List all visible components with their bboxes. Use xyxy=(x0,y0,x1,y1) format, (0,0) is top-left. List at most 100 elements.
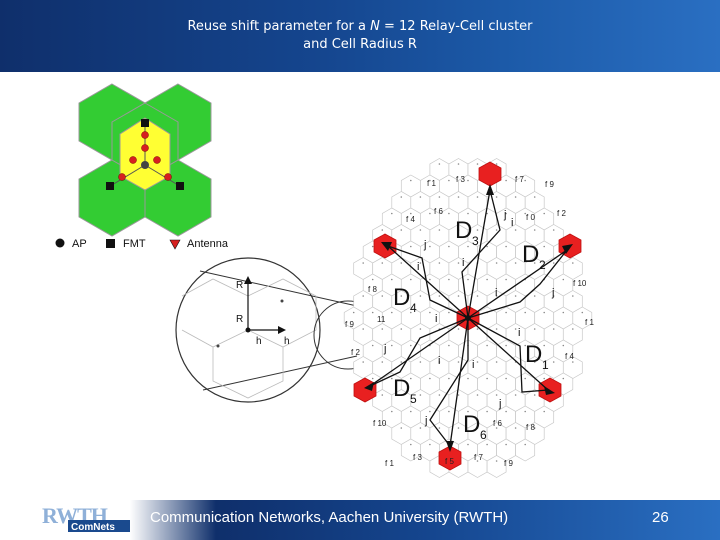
freq-label: 11 xyxy=(377,315,386,324)
grid-dot xyxy=(410,311,412,314)
grid-dot xyxy=(429,377,431,380)
grid-dot xyxy=(419,295,422,297)
i-label-4: i xyxy=(518,327,520,339)
grid-dot xyxy=(448,311,450,314)
d6-sub: 6 xyxy=(480,428,487,442)
cluster-illustration xyxy=(78,83,212,237)
j-label-2: j xyxy=(423,239,426,251)
grid-dot xyxy=(438,196,441,198)
freq-label: f 10 xyxy=(573,279,587,288)
grid-dot xyxy=(495,394,498,396)
d6-label: D xyxy=(463,411,480,438)
grid-dot xyxy=(410,443,412,446)
i-label-1: i xyxy=(462,257,464,269)
grid-dot xyxy=(476,460,479,462)
freq-label: f 6 xyxy=(493,419,502,428)
grid-dot xyxy=(381,328,384,330)
freq-label: f 1 xyxy=(585,318,594,327)
freq-label: f 7 xyxy=(474,453,483,462)
grid-dot xyxy=(495,196,498,198)
grid-dot xyxy=(400,229,403,231)
grid-dot xyxy=(552,295,555,297)
freq-label: f 10 xyxy=(373,419,387,428)
title-text-b: = 12 Relay-Cell cluster xyxy=(379,19,533,34)
grid-dot xyxy=(391,344,393,347)
d2-sub: 2 xyxy=(539,258,546,272)
freq-label: f 9 xyxy=(504,459,513,468)
freq-label: f 3 xyxy=(456,175,465,184)
grid-dot xyxy=(505,179,507,182)
relay-cell-diagram: D 3 D 2 D 4 D 1 D 5 D 6 j j j j j j i i … xyxy=(55,83,594,478)
grid-dot xyxy=(362,295,365,297)
d2-label: D xyxy=(522,241,539,268)
grid-dot xyxy=(514,394,517,396)
grid-dot xyxy=(533,394,536,396)
grid-dot xyxy=(438,163,441,165)
page-number: 26 xyxy=(652,509,669,526)
j-label-3: j xyxy=(551,287,554,299)
freq-label: f 0 xyxy=(526,213,535,222)
grid-dot xyxy=(429,410,431,413)
grid-dot xyxy=(400,328,403,330)
grid-dot xyxy=(524,245,526,248)
grid-dot xyxy=(419,394,422,396)
grid-dot xyxy=(457,361,460,363)
grid-dot xyxy=(505,278,507,281)
grid-dot xyxy=(505,344,507,347)
grid-dot xyxy=(552,328,555,330)
grid-dot xyxy=(381,229,384,231)
grid-dot xyxy=(391,278,393,281)
grid-dot xyxy=(486,443,488,446)
grid-dot xyxy=(495,262,498,264)
grid-dot xyxy=(371,344,374,347)
d1-label: D xyxy=(525,341,542,368)
grid-dot xyxy=(381,394,384,396)
grid-dot xyxy=(400,394,403,396)
grid-dot xyxy=(543,344,545,347)
antenna-marker xyxy=(169,239,181,250)
grid-dot xyxy=(476,427,479,429)
grid-dot xyxy=(476,394,479,396)
grid-dot xyxy=(381,295,384,297)
grid-dot xyxy=(467,377,469,380)
grid-dot xyxy=(467,410,469,413)
grid-dot xyxy=(438,262,441,264)
grid-dot xyxy=(410,377,412,380)
freq-label: f 8 xyxy=(368,285,377,294)
freq-label: f 4 xyxy=(565,352,574,361)
grid-dot xyxy=(514,427,517,429)
grid-dot xyxy=(476,295,479,297)
grid-dot xyxy=(391,410,393,413)
grid-dot xyxy=(533,196,536,198)
freq-label: f 7 xyxy=(515,175,524,184)
grid-dot xyxy=(371,278,374,281)
grid-dot xyxy=(448,278,450,281)
grid-dot xyxy=(419,229,422,231)
grid-dot xyxy=(543,377,545,380)
grid-dot xyxy=(448,377,450,380)
i-label-3: i xyxy=(435,313,437,325)
grid-dot xyxy=(505,443,507,446)
grid-dot xyxy=(429,179,431,182)
grid-dot xyxy=(562,344,565,347)
j-label-6: j xyxy=(424,415,427,427)
i-label-6: i xyxy=(472,359,474,371)
grid-dot xyxy=(419,427,422,429)
grid-dot xyxy=(524,344,526,347)
grid-dot xyxy=(429,212,431,215)
grid-dot xyxy=(495,460,498,462)
freq-label: f 2 xyxy=(557,209,566,218)
grid-dot xyxy=(572,295,574,297)
slide-header xyxy=(0,0,720,72)
d4-label: D xyxy=(393,284,410,311)
grid-dot xyxy=(495,229,498,231)
grid-dot xyxy=(457,163,460,165)
grid-dot xyxy=(457,427,460,429)
grid-dot xyxy=(486,377,488,380)
grid-dot xyxy=(476,361,479,363)
footer-caption: Communication Networks, Aachen Universit… xyxy=(150,509,509,526)
grid-hexagon xyxy=(515,438,536,462)
freq-label: f 1 xyxy=(427,179,436,188)
freq-label: f 4 xyxy=(406,215,415,224)
inset-r-top: R xyxy=(236,280,243,291)
